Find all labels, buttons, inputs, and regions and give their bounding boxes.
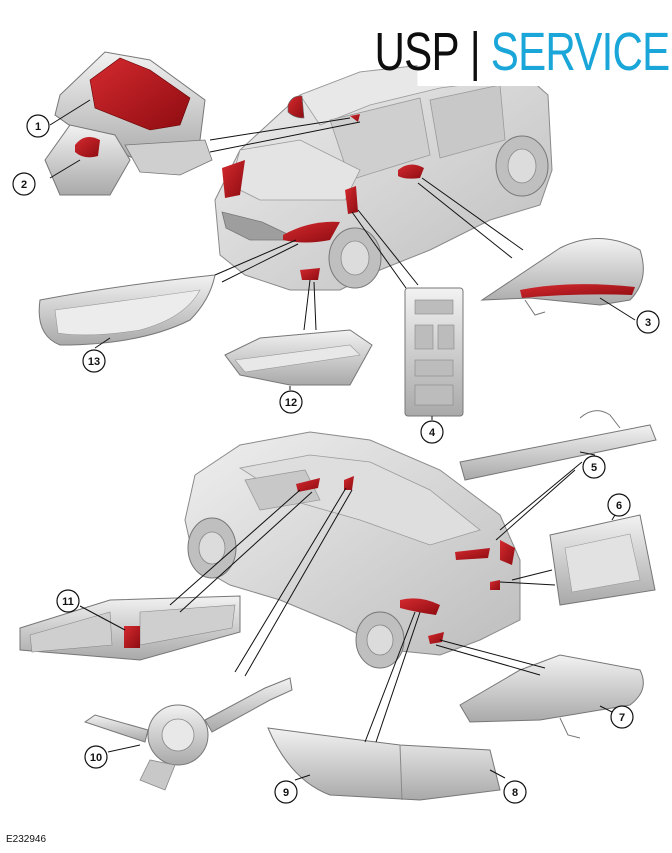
highlight-left-tail-lamp	[400, 598, 440, 615]
brand-logo: USP | SERVICE	[375, 18, 670, 86]
part-headlamp	[38, 274, 216, 346]
callout-13: 13	[82, 349, 106, 373]
callout-5: 5	[582, 455, 606, 479]
highlight-rear-fog	[428, 632, 444, 644]
part-fog-lamp	[224, 329, 373, 386]
callout-3-label: 3	[645, 317, 651, 329]
highlight-fuse-module	[345, 186, 358, 214]
callout-2-label: 2	[21, 179, 27, 191]
callout-5-label: 5	[591, 462, 597, 474]
vehicle-front-view	[214, 61, 553, 291]
callout-1: 1	[26, 114, 50, 138]
brand-separator: |	[469, 22, 481, 82]
highlight-right-tail-lamp	[500, 540, 515, 565]
highlight-vent	[296, 478, 320, 492]
callout-6-label: 6	[616, 500, 622, 512]
callout-3: 3	[636, 310, 660, 334]
highlight-right-headlamp	[283, 221, 340, 243]
callout-2: 2	[12, 172, 36, 196]
part-air-vents	[19, 595, 241, 661]
callout-12: 12	[279, 390, 303, 414]
part-rear-view-camera	[44, 124, 131, 196]
callout-8: 8	[503, 780, 527, 804]
part-high-mounted-stop-lamp	[459, 410, 657, 481]
callout-10-label: 10	[90, 752, 102, 764]
callout-12-label: 12	[285, 397, 297, 409]
callout-11: 11	[56, 589, 80, 613]
callout-13-label: 13	[88, 356, 100, 368]
callout-1-label: 1	[35, 121, 41, 133]
callout-4-label: 4	[429, 427, 436, 439]
callout-7-label: 7	[619, 712, 625, 724]
part-rear-lamp-assembly	[267, 727, 501, 801]
callout-7: 7	[610, 705, 634, 729]
part-tail-lamp	[459, 654, 644, 739]
part-body-control-module	[404, 287, 464, 417]
callout-6: 6	[607, 493, 631, 517]
brand-service-text: SERVICE	[490, 22, 670, 82]
callout-4: 4	[420, 420, 444, 444]
part-door-mirror	[480, 238, 644, 316]
part-control-module	[549, 514, 656, 606]
brand-usp-text: USP	[374, 22, 460, 82]
callout-10: 10	[84, 745, 108, 769]
highlight-left-headlamp	[222, 160, 245, 198]
highlight-column	[344, 476, 354, 490]
callout-8-label: 8	[512, 787, 518, 799]
figure-id: E232946	[6, 834, 47, 845]
part-steering-column-switch	[83, 677, 293, 791]
vehicle-rear-view	[184, 431, 521, 669]
callout-11-label: 11	[62, 596, 74, 608]
highlight-high-stop-lamp	[455, 548, 490, 560]
highlight-fog-lamp	[300, 268, 320, 280]
leader-lines	[49, 99, 636, 781]
highlight-overhead	[350, 114, 360, 122]
callout-9: 9	[274, 780, 298, 804]
callout-9-label: 9	[283, 787, 289, 799]
highlight-module	[490, 580, 500, 590]
highlight-right-mirror	[398, 164, 424, 179]
